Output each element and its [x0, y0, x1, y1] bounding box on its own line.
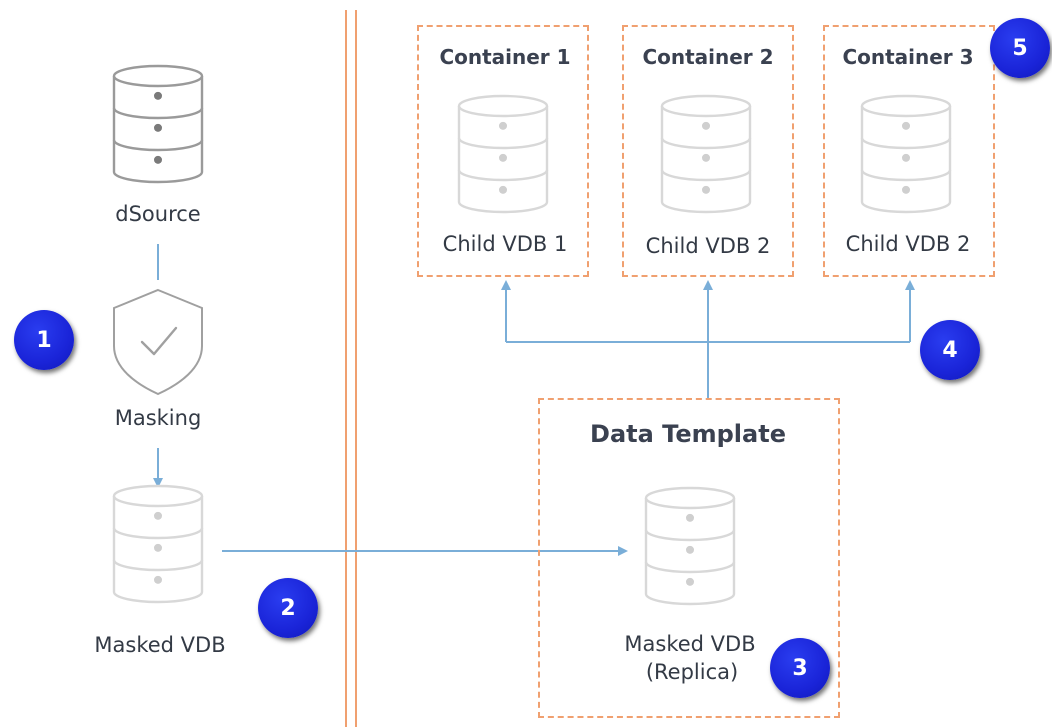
child-vdb-1-label: Child VDB 1 [442, 232, 568, 256]
step-badge-5: 5 [990, 18, 1050, 78]
child-vdb-1-database-icon [457, 94, 549, 214]
template-to-containers-arrows [501, 280, 915, 398]
child-vdb-3-label: Child VDB 2 [845, 232, 971, 256]
step-badge-3: 3 [770, 638, 830, 698]
masked-vdb-label: Masked VDB [94, 633, 226, 657]
child-vdb-2-database-icon [660, 94, 752, 214]
replica-database-icon [644, 486, 736, 606]
dsource-label: dSource [115, 202, 201, 226]
container-3-box [823, 25, 995, 277]
step-badge-2: 2 [258, 578, 318, 638]
step-badge-4: 4 [920, 320, 980, 380]
step-badge-1: 1 [14, 310, 74, 370]
replica-label-line2: (Replica) [645, 660, 739, 684]
container-1-box [417, 25, 589, 277]
container-3-title: Container 3 [842, 45, 974, 69]
data-template-box [538, 398, 840, 718]
container-1-title: Container 1 [439, 45, 571, 69]
replica-label-line1: Masked VDB [624, 632, 756, 656]
child-vdb-2-label: Child VDB 2 [645, 234, 771, 258]
masking-label: Masking [114, 406, 202, 430]
dsource-database-icon [112, 64, 204, 184]
shield-check-icon [113, 288, 203, 396]
masked-vdb-database-icon [112, 484, 204, 604]
child-vdb-3-database-icon [860, 94, 952, 214]
container-2-title: Container 2 [642, 45, 774, 69]
container-2-box [622, 25, 794, 277]
data-template-title: Data Template [590, 420, 786, 448]
section-divider [345, 10, 357, 727]
